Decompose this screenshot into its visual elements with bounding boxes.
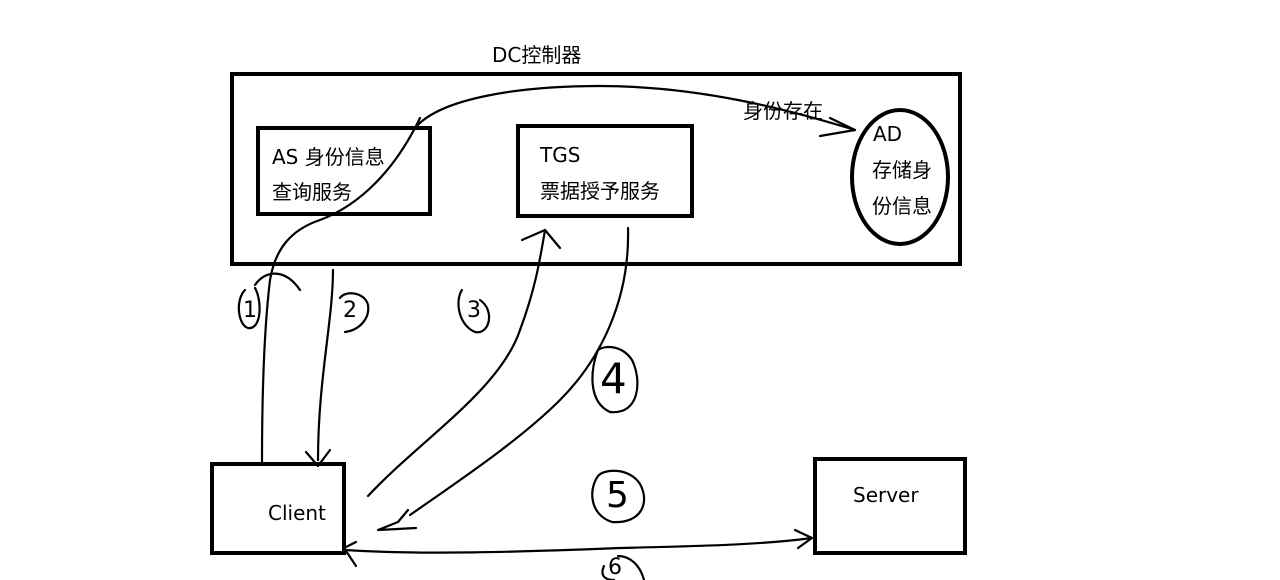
arrow-step-2: [316, 268, 335, 462]
ad-store-oval: [850, 108, 950, 246]
step-5: 5: [606, 475, 629, 516]
arrow-as-to-ad: [413, 84, 857, 132]
ad-label-line1: AD: [873, 122, 903, 146]
dc-controller-title: DC控制器: [492, 43, 582, 67]
arrowhead-client: [342, 540, 358, 568]
step-1: 1: [243, 298, 257, 323]
tgs-label-line1: TGS: [540, 143, 581, 167]
arrow-step-1: [260, 116, 422, 464]
as-label-line2: 查询服务: [272, 180, 352, 204]
identity-exists-label: 身份存在: [743, 99, 823, 123]
step-marks: [237, 286, 646, 580]
step-6: 6: [608, 555, 622, 580]
step-3: 3: [467, 298, 481, 323]
server-box: [813, 457, 967, 555]
tgs-label-line2: 票据授予服务: [540, 179, 660, 203]
step-4-loop: [591, 345, 639, 414]
as-label-line1: AS 身份信息: [272, 145, 385, 169]
arrow-step-3: [366, 228, 547, 498]
arrowhead-step-3: [520, 228, 562, 250]
arrowhead-step-1: [253, 272, 302, 292]
arrow-step-5-6: [343, 536, 814, 554]
arrowhead-ad: [818, 116, 857, 138]
arrow-step-4: [408, 226, 630, 517]
arrowhead-step-2: [304, 448, 332, 468]
step-1-loop: [237, 286, 261, 330]
step-5-loop: [591, 469, 646, 524]
as-service-box: [256, 126, 432, 216]
ad-label-line3: 份信息: [872, 194, 932, 218]
tgs-service-box: [516, 124, 694, 218]
step-4: 4: [600, 354, 627, 403]
ad-label-line2: 存储身: [872, 158, 932, 182]
arrowhead-server: [793, 528, 814, 550]
arrowhead-step-4: [376, 508, 418, 532]
dc-controller-box: [230, 72, 962, 266]
client-box: [210, 462, 346, 555]
step-2: 2: [343, 298, 357, 323]
step-3-loop: [457, 288, 491, 334]
client-label: Client: [268, 501, 326, 525]
step-2-loop: [338, 292, 370, 334]
server-label: Server: [853, 483, 919, 507]
